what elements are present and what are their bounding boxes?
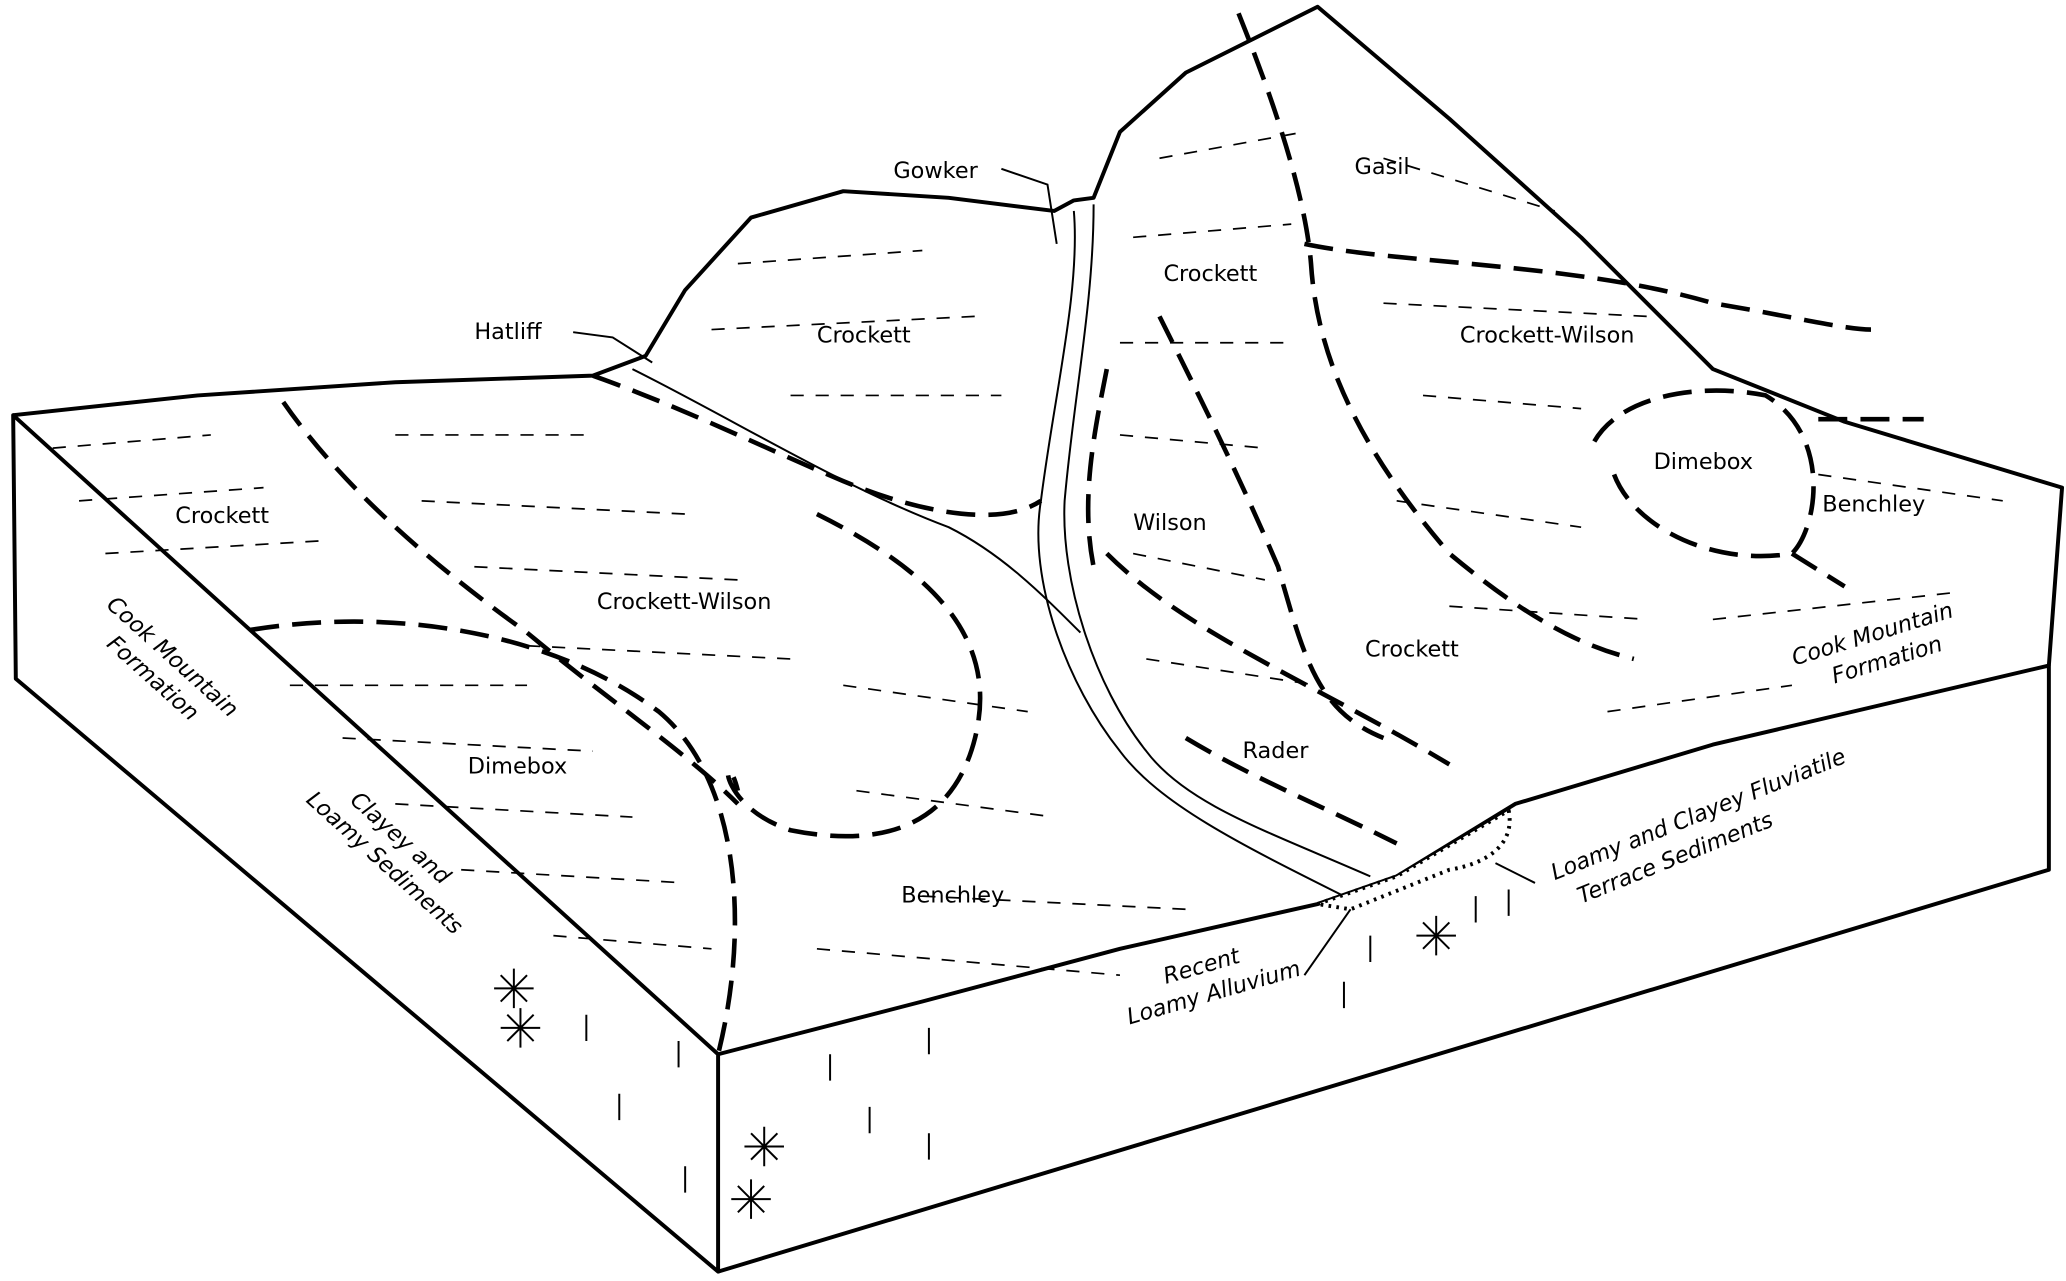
- soil-boundaries: [249, 12, 1924, 1055]
- label-crockett-wilson-right: Crockett-Wilson: [1460, 323, 1635, 349]
- label-benchley-front: Benchley: [901, 883, 1004, 909]
- label-gowker: Gowker: [893, 158, 978, 184]
- label-cook-mountain-left: Cook Mountain Formation: [101, 591, 243, 726]
- stream: [632, 204, 1371, 897]
- label-wilson: Wilson: [1133, 510, 1207, 536]
- label-rader: Rader: [1242, 738, 1309, 764]
- label-hatliff: Hatliff: [474, 319, 542, 345]
- label-cook-mountain-right: Cook Mountain Formation: [1789, 597, 1957, 689]
- terrace-line1: Loamy and Clayey Fluviatile: [1547, 744, 1849, 886]
- label-clayey-loamy-sediments: Clayey and Loamy Sediments: [301, 786, 468, 940]
- terrain-hatching: [52, 131, 2003, 977]
- label-crockett-hill: Crockett: [817, 323, 911, 349]
- label-dimebox-right: Dimebox: [1654, 449, 1753, 475]
- label-leaders: [573, 167, 1536, 976]
- terrace-deposit: [1316, 807, 1512, 912]
- sediment-symbols: [494, 889, 1510, 1219]
- label-crockett-left: Crockett: [175, 503, 269, 529]
- label-dimebox-left: Dimebox: [468, 754, 567, 780]
- block-outline: [11, 4, 2065, 1274]
- label-gasil: Gasil: [1354, 154, 1409, 180]
- label-crockett-lower: Crockett: [1365, 636, 1459, 662]
- label-crockett-ridge: Crockett: [1163, 261, 1257, 287]
- label-terrace-sediments: Loamy and Clayey Fluviatile Terrace Sedi…: [1547, 744, 1849, 910]
- label-crockett-wilson-left: Crockett-Wilson: [597, 589, 772, 615]
- label-benchley-right: Benchley: [1822, 491, 1925, 517]
